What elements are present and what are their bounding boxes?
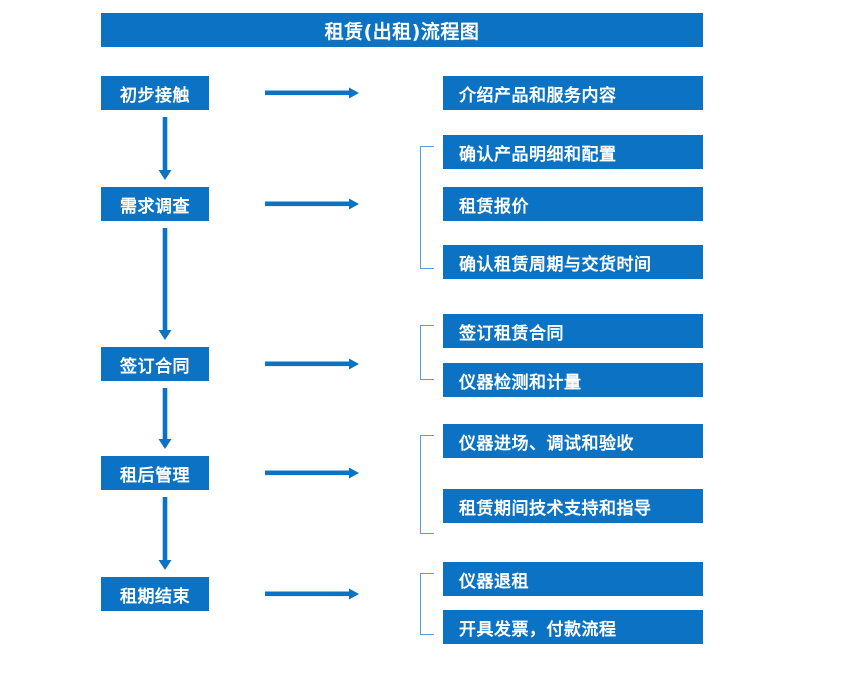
arrow-right-icon (265, 85, 359, 101)
stage-box[interactable]: 租后管理 (101, 456, 209, 490)
arrow-right-icon (265, 356, 359, 372)
detail-box[interactable]: 仪器进场、调试和验收 (443, 424, 703, 458)
stage-box[interactable]: 签订合同 (101, 347, 209, 381)
detail-box[interactable]: 确认产品明细和配置 (443, 135, 703, 169)
arrow-right-icon (265, 465, 359, 481)
group-bracket (420, 435, 434, 534)
detail-box[interactable]: 签订租赁合同 (443, 314, 703, 348)
group-bracket (420, 146, 434, 269)
detail-box[interactable]: 介绍产品和服务内容 (443, 76, 703, 110)
detail-box[interactable]: 仪器检测和计量 (443, 363, 703, 397)
detail-box[interactable]: 租赁报价 (443, 187, 703, 221)
arrow-down-icon (157, 117, 173, 180)
page-title: 租赁(出租)流程图 (101, 13, 703, 47)
detail-box[interactable]: 确认租赁周期与交货时间 (443, 245, 703, 279)
group-bracket (420, 573, 434, 635)
arrow-down-icon (157, 228, 173, 340)
arrow-down-icon (157, 497, 173, 570)
detail-box[interactable]: 租赁期间技术支持和指导 (443, 489, 703, 523)
group-bracket (420, 325, 434, 380)
arrow-right-icon (265, 586, 359, 602)
arrow-right-icon (265, 196, 359, 212)
stage-box[interactable]: 初步接触 (101, 76, 209, 110)
arrow-down-icon (157, 388, 173, 449)
stage-box[interactable]: 需求调查 (101, 187, 209, 221)
detail-box[interactable]: 仪器退租 (443, 562, 703, 596)
stage-box[interactable]: 租期结束 (101, 577, 209, 611)
detail-box[interactable]: 开具发票，付款流程 (443, 610, 703, 644)
